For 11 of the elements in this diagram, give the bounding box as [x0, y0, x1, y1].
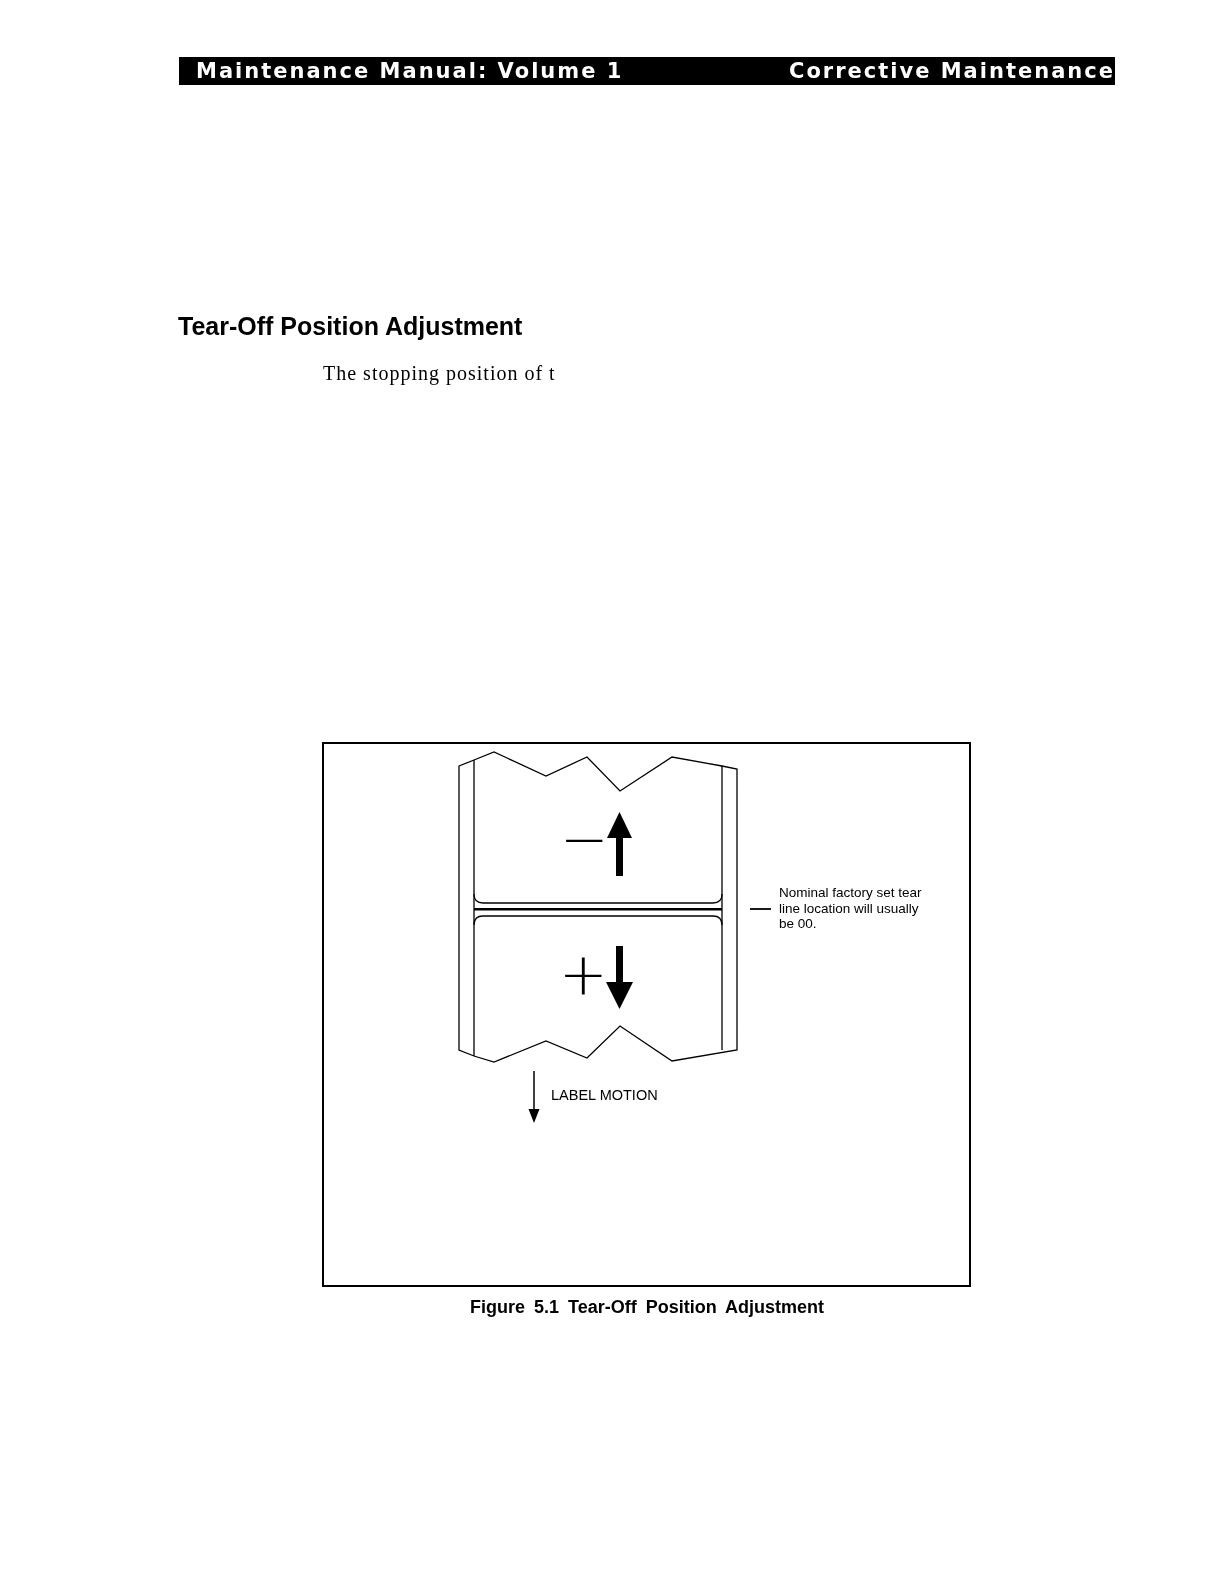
- figure-caption: Figure 5.1 Tear-Off Position Adjustment: [469, 1297, 825, 1318]
- body-text: The stopping position of t: [323, 362, 556, 385]
- annotation-text: Nominal factory set tear line location will usually be 00.: [779, 885, 929, 932]
- section-heading: Tear-Off Position Adjustment: [178, 312, 523, 341]
- minus-sign: −: [560, 810, 609, 868]
- leader-line: [749, 908, 772, 910]
- motion-label: LABEL MOTION: [551, 1087, 658, 1103]
- plus-sign: +: [559, 945, 608, 1003]
- header-title: Maintenance Manual: Volume 1: [196, 58, 624, 84]
- tear-line: [474, 908, 722, 911]
- header-section: Corrective Maintenance: [789, 58, 1115, 84]
